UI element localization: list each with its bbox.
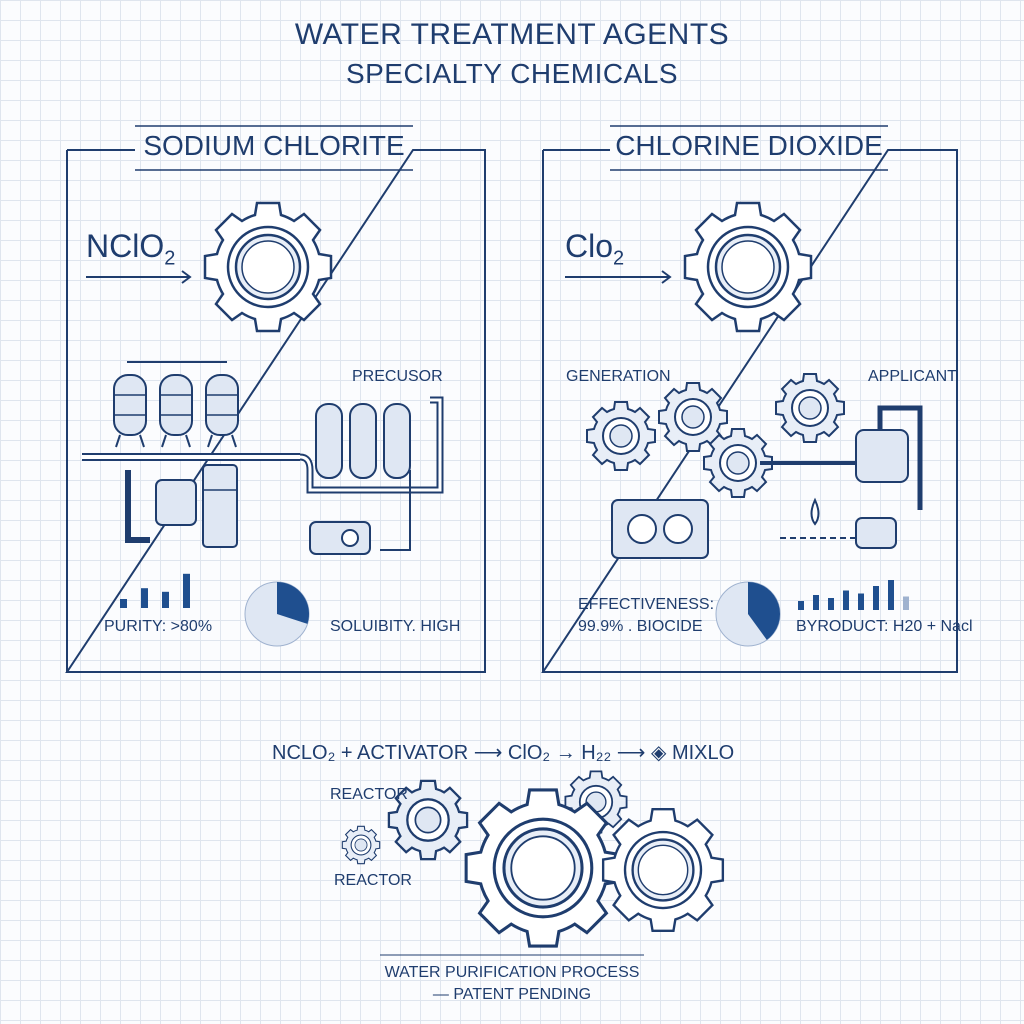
left-chart-bar [162, 591, 169, 608]
right-pie-slice [748, 582, 781, 640]
left-pie-chart [244, 581, 310, 647]
page-title: WATER TREATMENT AGENTS [294, 18, 730, 51]
right-chart-bar [903, 596, 909, 610]
right-pie-chart [715, 581, 781, 647]
purity-label: PURITY: >80% [104, 618, 213, 635]
right-chart-bar [843, 590, 849, 610]
right-chart-bar [858, 593, 864, 610]
footer-patent-note: — PATENT PENDING [432, 986, 592, 1003]
right-formula: Clo2 [565, 228, 625, 270]
right-chart-bar [873, 586, 879, 610]
right-main-gear-icon [683, 201, 813, 333]
right-bar-chart [798, 580, 909, 610]
right-chart-bar [888, 580, 894, 610]
right-chart-bar [798, 601, 804, 610]
footer-process-title: WATER PURIFICATION PROCESS [384, 964, 640, 981]
page-subtitle: SPECIALTY CHEMICALS [345, 58, 679, 89]
byproduct-label: BYRODUCT: H20 + Nacl [796, 618, 973, 635]
process-equation: NCLO₂ + ACTIVATOR ⟶ ClO₂ → H₂₂ ⟶ ◈ MIXLO [272, 742, 735, 764]
right-panel-frame [541, 125, 958, 673]
biocide-label: 99.9% . BIOCIDE [578, 618, 703, 635]
right-formula-arrow [565, 270, 672, 284]
effectiveness-label: EFFECTIVENESS: [578, 596, 715, 613]
left-formula-arrow [86, 270, 192, 284]
left-chart-bar [120, 599, 127, 608]
solubility-label: SOLUIBITY. HIGH [330, 618, 461, 635]
left-formula: NClO2 [86, 228, 176, 270]
right-gear-machine [586, 373, 923, 559]
applicant-label: APPLICANT [868, 368, 957, 385]
left-panel-title: SODIUM CHLORITE [143, 130, 405, 161]
right-chart-bar [828, 598, 834, 610]
generation-label: GENERATION [566, 368, 671, 385]
precursor-label: PRECUSOR [352, 368, 443, 385]
left-chart-bar [183, 573, 190, 608]
right-chart-bar [813, 595, 819, 610]
left-chart-bar [141, 588, 148, 608]
right-panel-title: CHLORINE DIOXIDE [615, 130, 883, 161]
left-main-gear-icon [203, 201, 333, 333]
left-bar-chart [120, 573, 190, 608]
left-pie-slice [277, 582, 309, 624]
reactor-label-bottom: REACTOR [334, 872, 412, 889]
reactor-label-top: REACTOR [330, 786, 408, 803]
left-plant-diagram [82, 361, 444, 555]
